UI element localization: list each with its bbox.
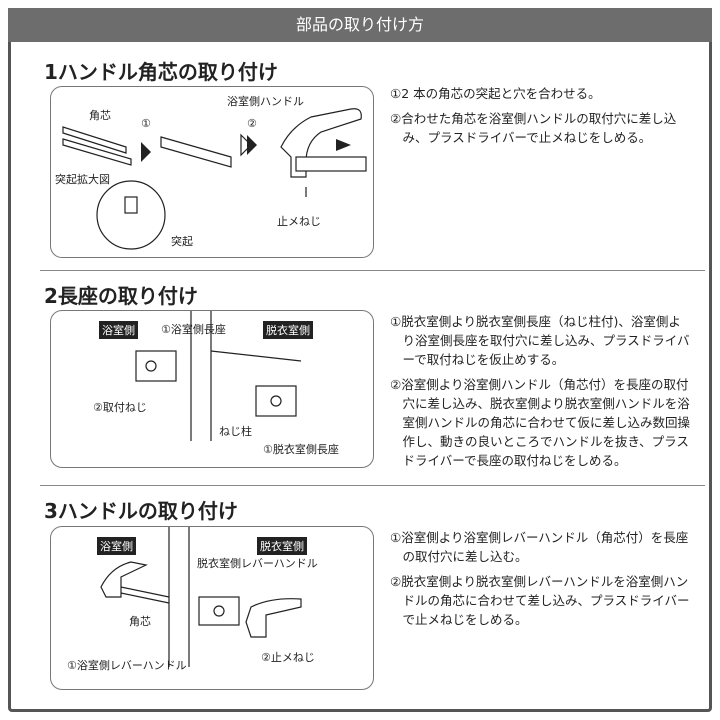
page-header: 部品の取り付け方: [8, 8, 712, 42]
section-2-title: 2長座の取り付け: [44, 284, 198, 308]
step: ②脱衣室側より脱衣室側レバーハンドルを浴室側ハンドルの角芯に合わせて差し込み、プ…: [390, 574, 690, 627]
step: ①2 本の角芯の突起と穴を合わせる。: [390, 86, 601, 101]
step: ②合わせた角芯を浴室側ハンドルの取付穴に差し込み、プラスドライバーで止メねじをし…: [390, 111, 677, 145]
label-step1: ①: [141, 117, 151, 130]
section-1-title: 1ハンドル角芯の取り付け: [44, 60, 278, 84]
divider: [40, 485, 705, 486]
tag-dressing-side: 脱衣室側: [257, 537, 307, 555]
section-3-title: 3ハンドルの取り付け: [44, 499, 238, 523]
section-3-diagram: 浴室側 脱衣室側 脱衣室側レバーハンドル 角芯 ①浴室側レバーハンドル ②止メね…: [50, 526, 374, 690]
label-dressing-lever: 脱衣室側レバーハンドル: [197, 557, 318, 570]
label-dressing-plate: ①脱衣室側長座: [263, 443, 339, 456]
section-1-steps: ①2 本の角芯の突起と穴を合わせる。 ②合わせた角芯を浴室側ハンドルの取付穴に差…: [390, 84, 690, 153]
label-set-screw: ②止メねじ: [261, 651, 315, 664]
label-bath-plate: ①浴室側長座: [161, 323, 226, 336]
section-2-steps: ①脱衣室側より脱衣室側長座（ねじ柱付)、浴室側より浴室側長座を取付穴に差し込み、…: [390, 312, 690, 476]
label-spindle: 角芯: [129, 615, 151, 628]
step: ①浴室側より浴室側レバーハンドル（角芯付）を長座の取付穴に差し込む。: [390, 530, 689, 564]
section-3-steps: ①浴室側より浴室側レバーハンドル（角芯付）を長座の取付穴に差し込む。 ②脱衣室側…: [390, 528, 690, 635]
section-2-diagram: 浴室側 ①浴室側長座 脱衣室側 ②取付ねじ ねじ柱 ①脱衣室側長座: [50, 310, 374, 468]
label-bath-lever: ①浴室側レバーハンドル: [67, 659, 187, 672]
tag-bath-side: 浴室側: [97, 537, 136, 555]
label-spindle: 角芯: [89, 109, 111, 122]
label-bath-handle: 浴室側ハンドル: [227, 95, 304, 108]
label-screw-post: ねじ柱: [219, 425, 252, 438]
section-1-diagram: 角芯 ① ② 浴室側ハンドル 突起拡大図 突起 止メねじ: [50, 86, 374, 258]
divider: [40, 270, 705, 271]
step: ①脱衣室側より脱衣室側長座（ねじ柱付)、浴室側より浴室側長座を取付穴に差し込み、…: [390, 314, 690, 367]
escutcheon-illustration: [135, 311, 302, 441]
tag-bath-side: 浴室側: [99, 321, 138, 339]
label-protrusion: 突起: [171, 235, 193, 248]
lever-handle-illustration: [100, 527, 302, 667]
tag-dressing-side: 脱衣室側: [263, 321, 313, 339]
label-zoom-view: 突起拡大図: [55, 173, 110, 186]
step: ②浴室側より浴室側ハンドル（角芯付）を長座の取付穴に差し込み、脱衣室側より脱衣室…: [390, 377, 691, 468]
label-set-screw: 止メねじ: [277, 215, 321, 228]
label-mount-screw: ②取付ねじ: [93, 401, 147, 414]
label-step2: ②: [247, 117, 257, 130]
handle-spindle-illustration: [62, 108, 367, 250]
